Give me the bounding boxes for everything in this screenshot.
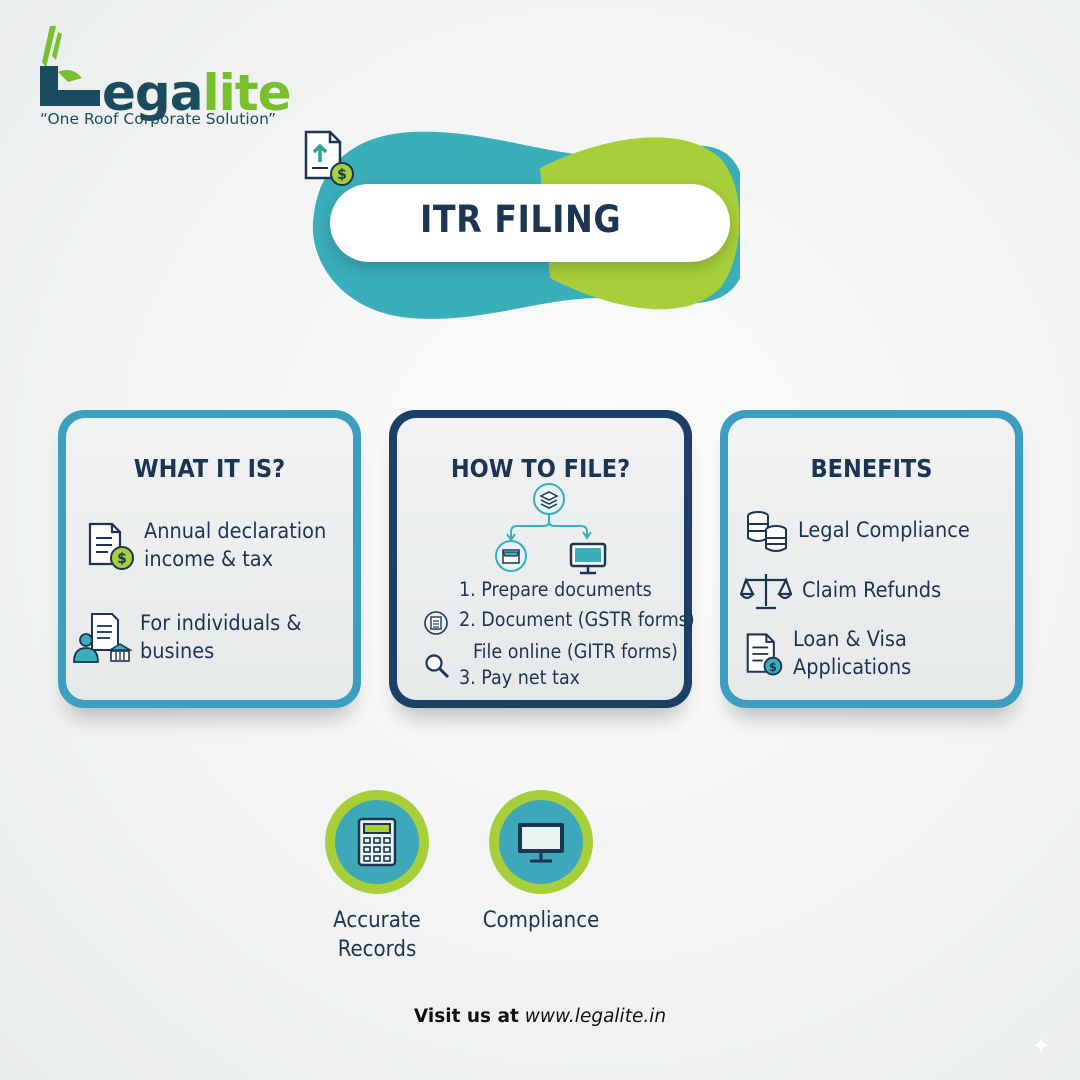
coins-icon [747,511,787,552]
feature-ring [489,790,593,894]
feature-label: Compliance [449,906,633,935]
feature-label-line: Accurate [333,908,421,933]
logo-word-lite: lite [202,64,291,122]
search-icon [425,654,450,679]
logo-word-ega: ega [102,64,203,122]
list-item: Legal Compliance [744,508,970,554]
hero-banner: ITR FILING $ [300,128,780,328]
feature-accurate-records: Accurate Records [325,790,429,962]
step-item: File online (GITR forms) [473,640,678,663]
document-upload-dollar-icon: $ [304,130,354,186]
brand-logo: egalite “One Roof Corporate Solution” [38,22,298,132]
svg-text:$: $ [117,551,127,567]
hero-title-pill [330,184,730,262]
step-item: 2. Document (GSTR forms) [459,608,695,631]
scale-icon [740,574,792,610]
item-text-line: busines [140,639,215,664]
feature-compliance: Compliance [483,790,599,933]
sparkle-icon: ✦ [1032,1032,1051,1060]
logo-l-mark-icon [40,26,100,106]
item-text: Loan & Visa Applications [793,627,912,680]
list-item: $ Annual declaration income & tax [84,518,326,574]
footer: Visit us at www.legalite.in [0,1006,1080,1027]
document-dollar-icon: $ [746,633,783,676]
svg-text:$: $ [337,167,347,183]
item-text: Legal Compliance [798,518,970,543]
monitor-icon [569,542,607,575]
card-how-to-file: HOW TO FILE? 1. Prepa [389,410,695,708]
item-text-line: Annual declaration [144,519,327,544]
list-item: Claim Refunds [740,570,941,612]
feature-label-line: Records [337,937,417,962]
stack-icon [539,491,559,509]
card-title: HOW TO FILE? [450,454,631,483]
calculator-icon [357,817,397,867]
svg-text:$: $ [769,661,777,674]
list-icon [424,611,448,635]
card-title: BENEFITS [810,454,933,483]
logo-wordmark: egalite [102,68,292,118]
item-text-line: For individuals & [140,611,302,636]
card-title: WHAT IT IS? [133,454,286,483]
step-item: 3. Pay net tax [459,666,581,689]
footer-prefix: Visit us at [413,1006,519,1027]
list-item: For individuals & busines [72,610,301,666]
page-title: ITR FILING [420,198,622,241]
list-item: $ Loan & Visa Applications [744,626,1015,682]
feature-label: Accurate Records [285,906,469,964]
folder-icon [502,549,520,564]
item-text: Claim Refunds [802,578,942,603]
feature-ring [325,790,429,894]
card-what-it-is: WHAT IT IS? $ Annual declaration income … [58,410,361,708]
people-building-icon [73,613,133,663]
brand-tagline: “One Roof Corporate Solution” [40,110,277,128]
monitor-icon [518,823,564,863]
item-text-line: income & tax [144,547,274,572]
step-item: 1. Prepare documents [459,578,652,601]
flow-diagram [495,483,607,575]
website-link[interactable]: www.legalite.in [524,1006,667,1027]
card-benefits: BENEFITS Legal Compliance [720,410,1023,708]
feature-label-line: Compliance [482,908,600,933]
document-dollar-icon: $ [88,522,134,570]
